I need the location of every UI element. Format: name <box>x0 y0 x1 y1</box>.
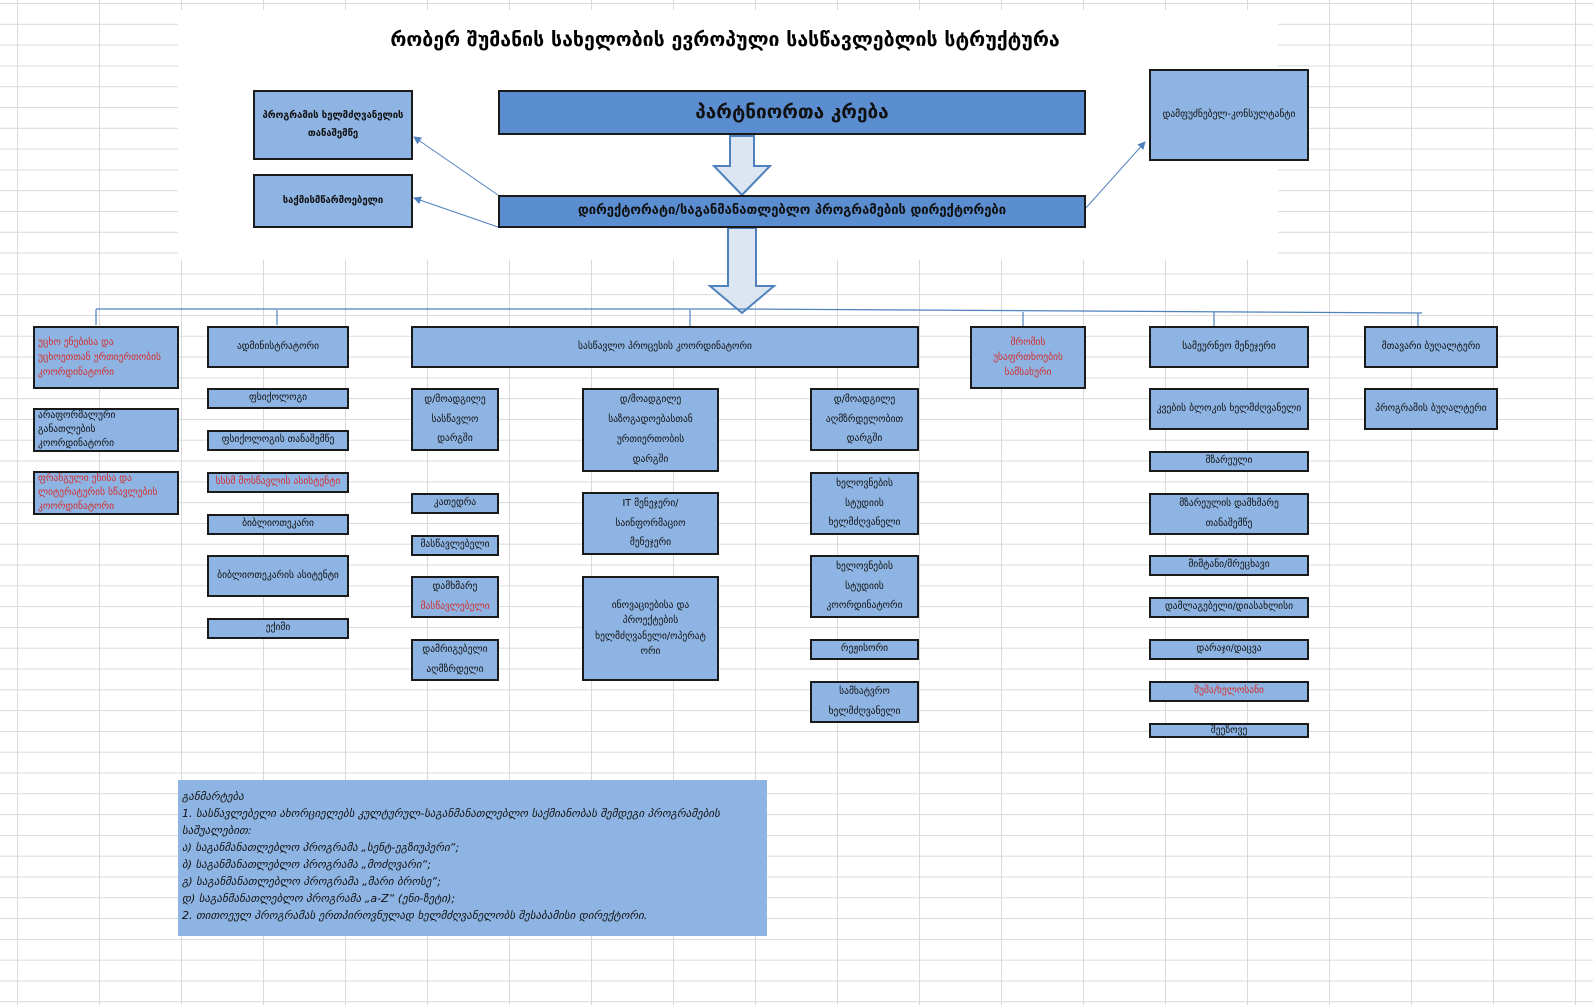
worker-box[interactable]: მუშა/ხელოსანი <box>1149 681 1309 702</box>
assistant-teacher-label: დამხმარე მასწავლებელი <box>420 581 489 612</box>
teacher-box[interactable]: მასწავლებელი <box>411 535 499 556</box>
assembly-box[interactable]: პარტნიორთა კრება <box>498 90 1086 135</box>
sen-assistant-box[interactable]: სსსმ მოსწავლის ასისტენტი <box>207 472 349 493</box>
note-line: საშუალებით: <box>182 824 252 838</box>
department-bus <box>96 308 1423 314</box>
foreign-lang-head[interactable]: უცხო ენებისა და უცხოეთთან ურთიერთობის კო… <box>33 326 179 389</box>
french-lang-box[interactable]: ფრანგული ენისა და ლიტერატურის სწავლების … <box>33 471 179 515</box>
psych-assistant-box[interactable]: ფსიქოლოგის თანაშემწე <box>207 430 349 451</box>
librarian-assistant-box[interactable]: ბიბლიოთეკარის ასიტენტი <box>207 555 349 597</box>
innovation-box[interactable]: ინოვაციებისა და პროექტების ხელმძღვანელი/… <box>582 576 719 681</box>
note-line: ა) საგანმანათლებლო პროგრამა „სენტ-ეგზიუპ… <box>182 841 460 855</box>
assistant-teacher-line1: დამხმარე <box>432 581 478 593</box>
note-line: ბ) საგანმანათლებლო პროგრამა „მოძღვარი“; <box>182 858 431 872</box>
deputy-upbringing-box[interactable]: დ/მოადგილე აღმზრდელობით დარგში <box>810 388 919 451</box>
learning-coord-head[interactable]: სასწავლო პროცესის კოორდინატორი <box>411 326 919 368</box>
arrow-to-clerk <box>413 196 499 228</box>
note-line: 2. თითოეულ პროგრამას ერთპიროვნულად ხელმძ… <box>182 909 648 923</box>
cleaner-box[interactable]: დამლაგებელი/დიასახლისი <box>1149 597 1309 618</box>
guard-box[interactable]: დარაჯი/დაცვა <box>1149 639 1309 660</box>
doctor-box[interactable]: ექიმი <box>207 618 349 639</box>
art-studio-coord-box[interactable]: ხელოვნების სტუდიის კოორდინატორი <box>810 555 919 618</box>
homeroom-box[interactable]: დამრიგებელი აღმზრდელი <box>411 639 499 681</box>
psychologist-box[interactable]: ფსიქოლოგი <box>207 388 349 409</box>
down-arrow-2 <box>707 227 777 315</box>
art-studio-head-box[interactable]: ხელოვნების სტუდიის ხელმძღვანელი <box>810 472 919 535</box>
cook-box[interactable]: მზარეული <box>1149 451 1309 472</box>
pm-assistant-box[interactable]: პროგრამის ხელმძღვანელის თანაშემწე <box>253 90 413 160</box>
assistant-teacher-box[interactable]: დამხმარე მასწავლებელი <box>411 576 499 618</box>
assistant-teacher-line2: მასწავლებელი <box>420 601 490 612</box>
deputy-academic-box[interactable]: დ/მოადგილე სასწავლო დარგში <box>411 388 499 451</box>
janitor-box[interactable]: მეეზოვე <box>1149 723 1309 738</box>
note-line: განმარტება <box>182 790 244 803</box>
page-title: რობერ შუმანის სახელობის ევროპული სასწავლ… <box>390 28 1060 51</box>
arrow-to-consultant <box>1084 141 1146 210</box>
art-director-box[interactable]: სამხატვრო ხელმძღვანელი <box>810 681 919 723</box>
department-box[interactable]: კათედრა <box>411 493 499 514</box>
waiter-box[interactable]: მიმტანი/მრეცხავი <box>1149 555 1309 576</box>
labor-safety-head[interactable]: შრომის უსაფრთხოების სამსახური <box>970 326 1086 389</box>
deputy-public-box[interactable]: დ/მოადგილე საზოგადოებასთან ურთიერთობის დ… <box>582 388 719 472</box>
down-arrow-1 <box>711 135 773 197</box>
economic-head[interactable]: სამეურნეო მენეჯერი <box>1149 326 1309 368</box>
admin-head[interactable]: ადმინისტრატორი <box>207 326 349 368</box>
note-line: დ) საგანმანათლებლო პროგრამა „a-Z“ (ენი-ზ… <box>182 892 456 906</box>
librarian-box[interactable]: ბიბლიოთეკარი <box>207 514 349 535</box>
directorate-box[interactable]: დირექტორატი/საგანმანათლებლო პროგრამების … <box>498 195 1086 228</box>
consultant-box[interactable]: დამფუძნებელ-კონსულტანტი <box>1149 69 1309 161</box>
program-accountant-box[interactable]: პროგრამის ბუღალტერი <box>1364 388 1498 430</box>
clerk-box[interactable]: საქმისმწარმოებელი <box>253 174 413 228</box>
it-manager-box[interactable]: IT მენეჯერი/ საინფორმაციო მენეჯერი <box>582 492 719 555</box>
cook-assistant-box[interactable]: მზარეულის დამხმარე თანაშემწე <box>1149 493 1309 535</box>
nonformal-edu-box[interactable]: არაფორმალური განათლების კოორდინატორი <box>33 408 179 452</box>
note-line: გ) საგანმანათლებლო პროგრამა „მარი ბროსე“… <box>182 875 441 889</box>
catering-head-box[interactable]: კვების ბლოკის ხელმძღვანელი <box>1149 388 1309 430</box>
explanation-note: განმარტება 1. სასწავლებელი ახორციელებს კ… <box>178 780 767 936</box>
director-box[interactable]: რეჟისორი <box>810 639 919 660</box>
arrow-to-pm-assistant <box>413 136 499 196</box>
note-line: 1. სასწავლებელი ახორციელებს კულტურულ-საგ… <box>182 807 720 821</box>
chief-accountant-head[interactable]: მთავარი ბუღალტერი <box>1364 326 1498 368</box>
